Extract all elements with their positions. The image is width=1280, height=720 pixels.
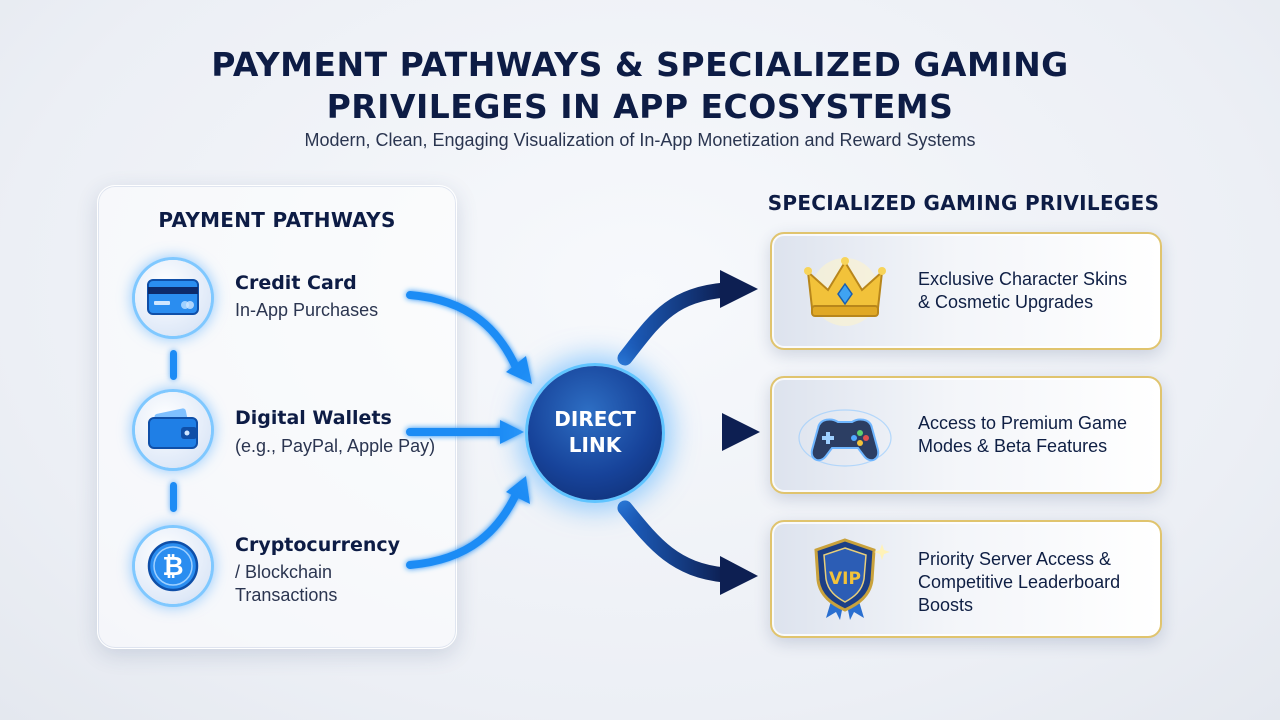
payment-pathways-panel: PAYMENT PATHWAYS ₿ Credit Card In-App Pu…: [97, 185, 457, 649]
hub-label-line-2: LINK: [568, 433, 622, 457]
privilege-card-priority-access: VIP Priority Server Access & Competitive…: [770, 520, 1162, 638]
crown-icon: [804, 257, 886, 326]
privilege-skins-line-1: Exclusive Character Skins: [918, 269, 1128, 289]
page-subtitle: Modern, Clean, Engaging Visualization of…: [304, 130, 976, 150]
vip-badge-icon: VIP: [814, 538, 890, 620]
incoming-arrow-credit-card: [406, 291, 532, 384]
pathway-connector: [170, 482, 177, 512]
wallet-icon: [135, 392, 211, 468]
credit-card-title: Credit Card: [235, 272, 357, 294]
bitcoin-icon: ₿: [135, 528, 211, 604]
hub-label-line-1: DIRECT: [554, 407, 636, 431]
outgoing-arrow-priority-access: [617, 500, 758, 595]
privilege-priority-line-3: Boosts: [918, 595, 974, 615]
incoming-arrow-digital-wallets: [406, 420, 524, 444]
page-title-line-2: PRIVILEGES IN APP ECOSYSTEMS: [326, 87, 954, 126]
cryptocurrency-subtitle-2: Transactions: [235, 585, 338, 605]
cryptocurrency-subtitle-1: / Blockchain: [235, 562, 333, 582]
privilege-game-modes-line-2: Modes & Beta Features: [918, 436, 1108, 456]
digital-wallets-subtitle: (e.g., PayPal, Apple Pay): [235, 436, 436, 456]
outgoing-arrow-game-modes: [675, 413, 760, 451]
privilege-game-modes-line-1: Access to Premium Game: [918, 413, 1128, 433]
credit-card-icon: [135, 260, 211, 336]
credit-card-subtitle: In-App Purchases: [235, 300, 379, 320]
privilege-priority-line-2: Competitive Leaderboard: [918, 572, 1121, 592]
incoming-arrow-cryptocurrency: [406, 476, 530, 569]
page-title-line-1: PAYMENT PATHWAYS & SPECIALIZED GAMING: [211, 45, 1069, 84]
gamepad-icon: [798, 409, 892, 467]
digital-wallets-title: Digital Wallets: [235, 407, 392, 429]
pathway-connector: [170, 350, 177, 380]
privilege-skins-line-2: & Cosmetic Upgrades: [918, 292, 1094, 312]
privilege-card-game-modes: Access to Premium Game Modes & Beta Feat…: [770, 376, 1162, 494]
cryptocurrency-title: Cryptocurrency: [235, 534, 401, 556]
privilege-card-skins: Exclusive Character Skins & Cosmetic Upg…: [770, 232, 1162, 350]
vip-badge-label: VIP: [829, 569, 861, 589]
privilege-priority-line-1: Priority Server Access &: [918, 549, 1112, 569]
direct-link-hub: DIRECT LINK: [528, 366, 662, 500]
outgoing-arrow-skins: [617, 270, 758, 366]
payment-pathways-heading: PAYMENT PATHWAYS: [158, 208, 396, 232]
svg-text:₿: ₿: [162, 552, 183, 582]
privileges-heading: SPECIALIZED GAMING PRIVILEGES: [767, 191, 1160, 215]
